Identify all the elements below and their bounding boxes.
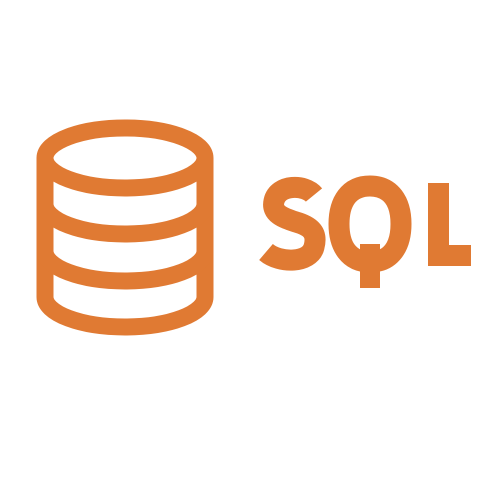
sql-wordmark — [259, 175, 471, 288]
database-top-ellipse — [36, 119, 214, 197]
database-icon — [36, 119, 214, 336]
database-ring-2 — [36, 250, 214, 290]
wordmark-letter-q-tail — [360, 244, 380, 288]
database-body — [36, 158, 214, 336]
database-ring-1 — [36, 203, 214, 243]
wordmark-letter-l — [428, 183, 471, 266]
wordmark-letter-s — [259, 177, 326, 271]
